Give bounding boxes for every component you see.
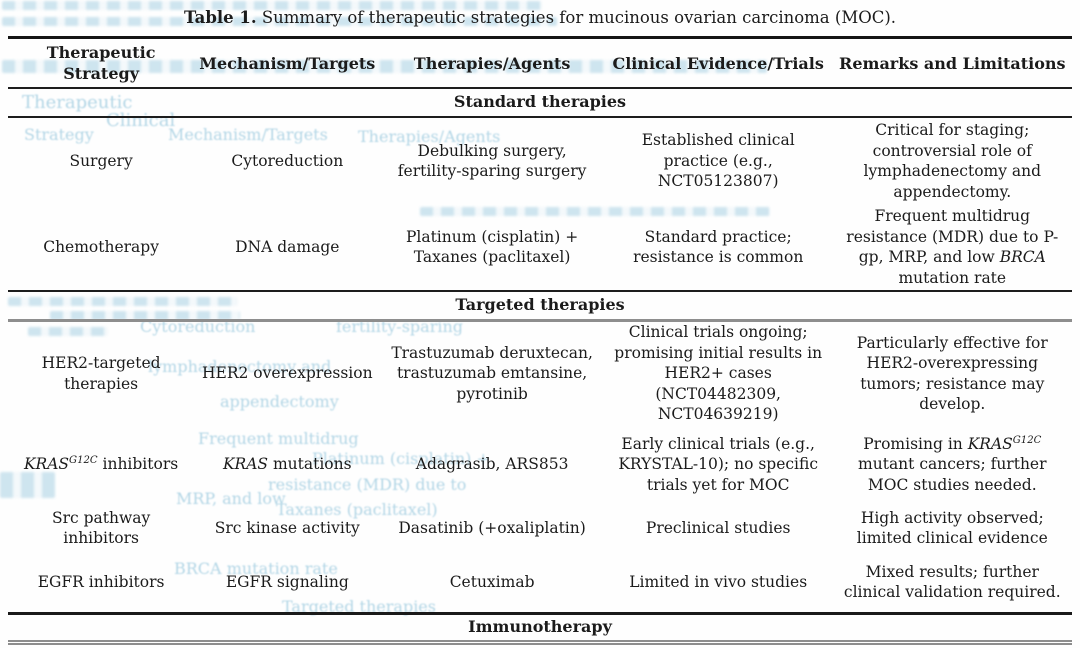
table-row-src-pathway: Src pathway inhibitors Src kinase activi… (8, 504, 1072, 552)
column-header-therapeutic-strategy: Therapeutic Strategy (8, 37, 195, 89)
cell-src-remarks: High activity observed; limited clinical… (856, 508, 1048, 548)
cell-surgery-therapies: Debulking surgery, fertility-sparing sur… (397, 141, 587, 181)
table-row-egfr: EGFR inhibitors EGFR signaling Cetuximab… (8, 552, 1072, 614)
cell-her2-mechanism: HER2 overexpression (202, 364, 373, 383)
column-header-therapies-agents: Therapies/Agents (380, 37, 604, 89)
table-row-kras-g12c: KRASG12C inhibitors KRAS mutations Adagr… (8, 425, 1072, 504)
therapy-summary-table: Therapeutic Strategy Mechanism/Targets T… (8, 36, 1072, 645)
cell-egfr-mechanism: EGFR signaling (225, 572, 349, 591)
cell-kras-therapies: Adagrasib, ARS853 (415, 455, 569, 474)
cell-egfr-strategy: EGFR inhibitors (37, 572, 165, 591)
cell-chemotherapy-mechanism: DNA damage (235, 237, 340, 256)
cell-her2-therapies: Trastuzumab deruxtecan, trastuzumab emta… (391, 343, 593, 403)
cell-her2-remarks: Particularly effective for HER2-overexpr… (856, 333, 1048, 414)
column-header-mechanism-targets: Mechanism/Targets (194, 37, 381, 89)
cell-surgery-strategy: Surgery (69, 151, 133, 170)
cell-egfr-remarks: Mixed results; further clinical validati… (843, 562, 1061, 602)
table-row-chemotherapy: Chemotherapy DNA damage Platinum (cispla… (8, 204, 1072, 291)
cell-src-therapies: Dasatinib (+oxaliplatin) (398, 518, 586, 537)
section-header-targeted-therapies: Targeted therapies (8, 290, 1072, 322)
cell-egfr-evidence: Limited in vivo studies (629, 572, 808, 591)
section-header-standard-therapies: Standard therapies (8, 88, 1072, 118)
column-header-clinical-evidence-trials: Clinical Evidence/Trials (603, 37, 833, 89)
cell-chemotherapy-evidence: Standard practice; resistance is common (633, 227, 804, 267)
cell-src-evidence: Preclinical studies (645, 518, 791, 537)
column-header-remarks-limitations: Remarks and Limitations (832, 37, 1072, 89)
table-caption: Table 1. Summary of therapeutic strategi… (0, 6, 1080, 36)
table-header-row: Therapeutic Strategy Mechanism/Targets T… (8, 37, 1072, 89)
section-label: Targeted therapies (8, 290, 1072, 322)
cell-surgery-evidence: Established clinical practice (e.g., NCT… (641, 131, 795, 191)
cell-kras-mechanism: KRAS mutations (222, 455, 352, 474)
section-header-immunotherapy: Immunotherapy (8, 612, 1072, 645)
section-label: Standard therapies (8, 88, 1072, 118)
table-row-surgery: Surgery Cytoreduction Debulking surgery,… (8, 117, 1072, 204)
cell-kras-strategy: KRASG12C inhibitors (23, 455, 179, 474)
cell-src-strategy: Src pathway inhibitors (51, 508, 151, 548)
cell-kras-remarks: Promising in KRASG12C mutant cancers; fu… (858, 434, 1047, 494)
cell-src-mechanism: Src kinase activity (214, 518, 360, 537)
cell-surgery-remarks: Critical for staging; controversial role… (863, 121, 1042, 201)
cell-her2-strategy: HER2-targeted therapies (41, 354, 161, 393)
table-caption-text: Summary of therapeutic strategies for mu… (256, 8, 897, 27)
section-label: Immunotherapy (8, 612, 1072, 645)
cell-her2-evidence: Clinical trials ongoing; promising initi… (614, 323, 823, 424)
table-row-her2-targeted: HER2-targeted therapies HER2 overexpress… (8, 321, 1072, 426)
cell-egfr-therapies: Cetuximab (449, 572, 535, 591)
cell-kras-evidence: Early clinical trials (e.g., KRYSTAL-10)… (618, 434, 819, 494)
cell-surgery-mechanism: Cytoreduction (231, 151, 344, 170)
cell-chemotherapy-remarks: Frequent multidrug resistance (MDR) due … (846, 207, 1059, 287)
cell-chemotherapy-therapies: Platinum (cisplatin) + Taxanes (paclitax… (405, 227, 579, 267)
table-caption-number: Table 1. (183, 8, 257, 27)
cell-chemotherapy-strategy: Chemotherapy (43, 237, 159, 256)
